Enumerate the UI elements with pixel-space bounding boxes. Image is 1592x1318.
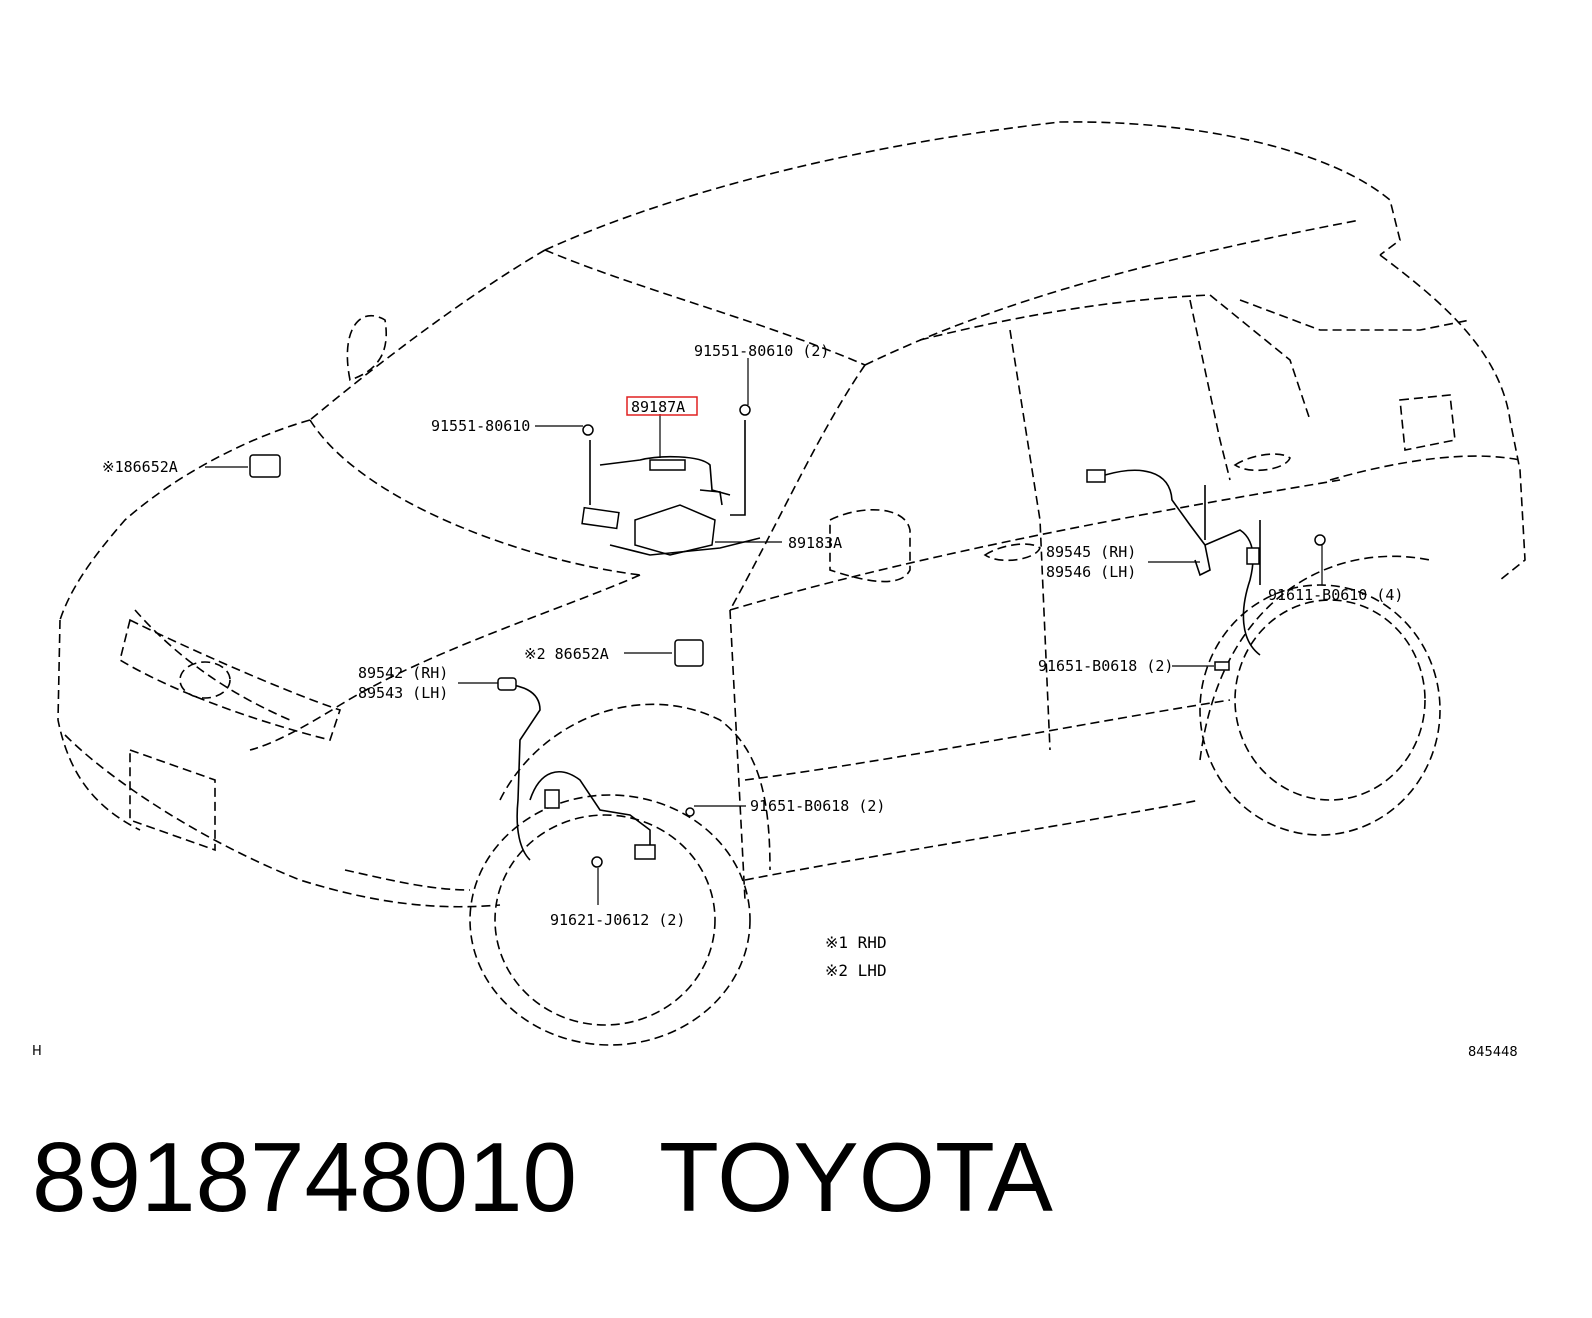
label-91651-b0618-rear: 91651-B0618 (2): [1038, 657, 1173, 675]
parts-diagram: 91551-80610 (2) 91551-80610 89187A ※1866…: [32, 121, 1526, 1060]
label-91621-j0612: 91621-J0612 (2): [550, 911, 685, 929]
diagram-number: 845448: [1468, 1045, 1518, 1060]
vehicle-outline: [57, 121, 1526, 1046]
label-89542-rh: 89542 (RH): [358, 664, 448, 682]
label-91551-80610-2: 91551-80610 (2): [694, 342, 829, 360]
label-89183a: 89183A: [788, 534, 842, 552]
part-labels: 91551-80610 (2) 91551-80610 89187A ※1866…: [102, 342, 1403, 929]
label-91651-b0618-front: 91651-B0618 (2): [750, 797, 885, 815]
part-number: 8918748010: [32, 1122, 578, 1232]
label-89546-lh: 89546 (LH): [1046, 563, 1136, 581]
leader-lines: [205, 358, 1323, 905]
label-186652a: ※186652A: [102, 458, 178, 476]
note-lhd: ※2 LHD: [825, 961, 887, 980]
clip-connectors: [249, 454, 1230, 671]
front-speed-sensor-harness: [497, 677, 695, 868]
corner-letter: H: [32, 1044, 42, 1059]
label-89543-lh: 89543 (LH): [358, 684, 448, 702]
label-91611-b0610: 91611-B0610 (4): [1268, 586, 1403, 604]
note-rhd: ※1 RHD: [825, 933, 887, 952]
label-89545-rh: 89545 (RH): [1046, 543, 1136, 561]
highlight-box: [626, 396, 698, 416]
legend-notes: ※1 RHD ※2 LHD: [825, 933, 887, 980]
rear-speed-sensor-harness: [1086, 469, 1326, 656]
label-91551-80610: 91551-80610: [431, 417, 530, 435]
brand-name: TOYOTA: [659, 1122, 1053, 1232]
label-89187a: 89187A: [631, 398, 685, 416]
label-86652a: ※2 86652A: [524, 645, 609, 663]
airbag-sensor-assembly: [581, 404, 761, 556]
